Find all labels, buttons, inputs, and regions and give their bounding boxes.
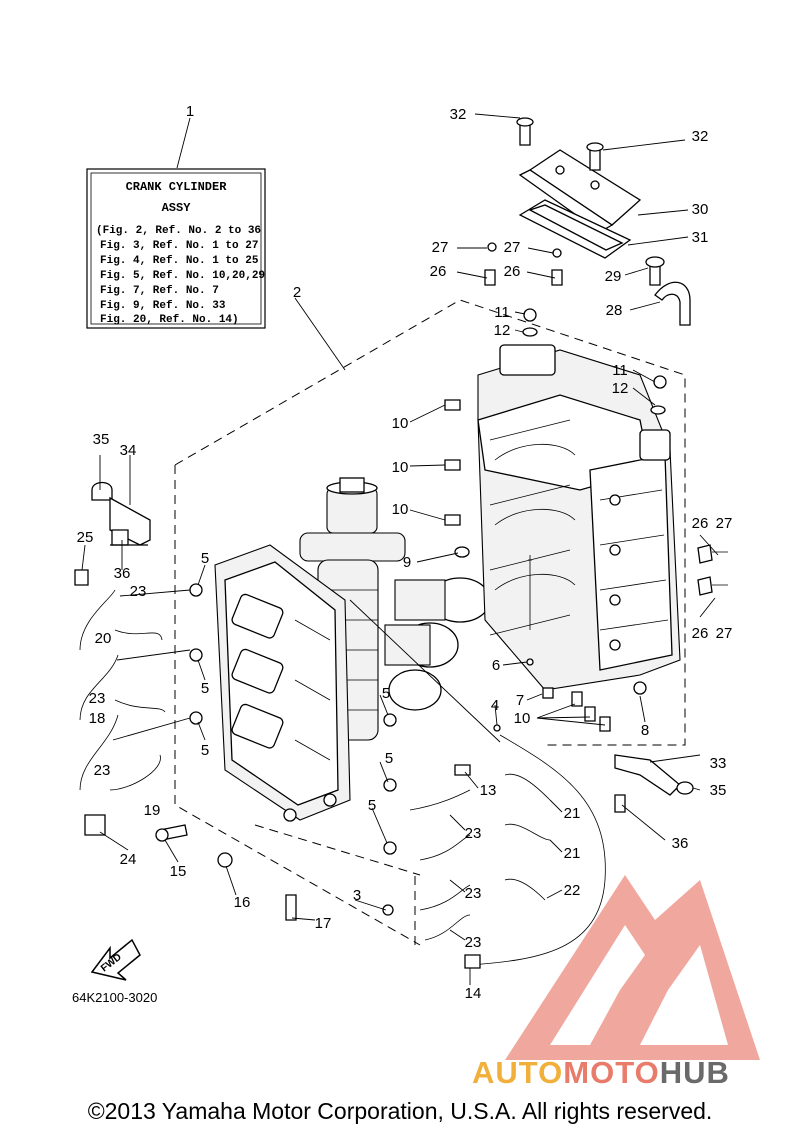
fittings-and-hoses: [74, 399, 728, 969]
callout-5: 5: [201, 680, 209, 697]
callout-27: 27: [432, 239, 449, 256]
callout-10: 10: [392, 415, 409, 432]
callout-23: 23: [130, 583, 147, 600]
callout-32: 32: [692, 128, 709, 145]
callout-27: 27: [716, 625, 733, 642]
callout-21: 21: [564, 805, 581, 822]
callout-26: 26: [692, 515, 709, 532]
callout-10: 10: [392, 501, 409, 518]
callout-23: 23: [465, 825, 482, 842]
callout-35: 35: [710, 782, 727, 799]
callout-10: 10: [392, 459, 409, 476]
callout-17: 17: [315, 915, 332, 932]
callout-12: 12: [612, 380, 629, 397]
callout-22: 22: [564, 882, 581, 899]
copyright-notice: ©2013 Yamaha Motor Corporation, U.S.A. A…: [87, 1098, 713, 1124]
assembly-ref-line: Fig. 20, Ref. No. 14): [100, 314, 239, 326]
watermark-part-moto: MOTO: [563, 1055, 660, 1090]
callout-25: 25: [77, 529, 94, 546]
assembly-title: CRANK CYLINDER: [126, 180, 228, 194]
callout-31: 31: [692, 229, 709, 246]
callout-23: 23: [465, 934, 482, 951]
callout-27: 27: [504, 239, 521, 256]
callout-numbers: 1 2 3 4 5 5 5 5 5 5 6 7 8 9 10 10 10 10 …: [77, 103, 733, 1002]
callout-12: 12: [494, 322, 511, 339]
callout-6: 6: [492, 657, 500, 674]
assembly-ref-line: (Fig. 2, Ref. No. 2 to 36: [96, 225, 261, 237]
callout-7: 7: [516, 692, 524, 709]
assembly-reference-box: CRANK CYLINDER ASSY (Fig. 2, Ref. No. 2 …: [86, 168, 266, 329]
watermark-part-auto: AUTO: [472, 1055, 564, 1090]
callout-4: 4: [491, 697, 499, 714]
callout-34: 34: [120, 442, 137, 459]
callout-30: 30: [692, 201, 709, 218]
assembly-ref-line: Fig. 5, Ref. No. 10,20,29: [100, 270, 265, 282]
callout-21: 21: [564, 845, 581, 862]
callout-9: 9: [403, 554, 411, 571]
callout-14: 14: [465, 985, 482, 1002]
callout-2: 2: [293, 284, 301, 301]
callout-29: 29: [605, 268, 622, 285]
callout-5: 5: [201, 742, 209, 759]
assembly-ref-line: Fig. 7, Ref. No. 7: [100, 285, 219, 297]
callout-36: 36: [672, 835, 689, 852]
callout-19: 19: [144, 802, 161, 819]
callout-28: 28: [606, 302, 623, 319]
callout-11: 11: [612, 362, 628, 379]
cover-assembly: [484, 117, 691, 415]
callout-23: 23: [94, 762, 111, 779]
callout-24: 24: [120, 851, 137, 868]
forward-arrow: FWD: [90, 938, 141, 981]
callout-1: 1: [186, 103, 194, 120]
callout-20: 20: [95, 630, 112, 647]
callout-33: 33: [710, 755, 727, 772]
callout-23: 23: [89, 690, 106, 707]
assembly-ref-line: Fig. 4, Ref. No. 1 to 25: [100, 255, 259, 267]
callout-15: 15: [170, 863, 187, 880]
watermark-logo: [505, 875, 760, 1060]
diagram-code: 64K2100-3020: [72, 990, 158, 1005]
watermark-part-hub: HUB: [659, 1055, 730, 1090]
assembly-ref-line: Fig. 3, Ref. No. 1 to 27: [100, 240, 258, 252]
callout-13: 13: [480, 782, 497, 799]
assembly-subtitle: ASSY: [162, 201, 192, 215]
callout-5: 5: [382, 685, 390, 702]
callout-16: 16: [234, 894, 251, 911]
callout-23: 23: [465, 885, 482, 902]
callout-5: 5: [201, 550, 209, 567]
callout-36: 36: [114, 565, 131, 582]
callout-5: 5: [385, 750, 393, 767]
cylinder-block: [477, 344, 681, 691]
callout-32: 32: [450, 106, 467, 123]
callout-26: 26: [430, 263, 447, 280]
leader-lines: [81, 113, 719, 985]
callout-8: 8: [641, 722, 649, 739]
crankcase: [214, 544, 351, 822]
assembly-ref-line: Fig. 9, Ref. No. 33: [100, 300, 226, 312]
callout-5: 5: [368, 797, 376, 814]
callout-11: 11: [494, 304, 510, 321]
callout-35: 35: [93, 431, 110, 448]
callout-10: 10: [514, 710, 531, 727]
watermark-text: AUTOMOTOHUB: [472, 1055, 730, 1091]
callout-27: 27: [716, 515, 733, 532]
callout-3: 3: [353, 887, 361, 904]
callout-26: 26: [504, 263, 521, 280]
assembly-boundary: [174, 297, 686, 946]
callout-18: 18: [89, 710, 106, 727]
callout-26: 26: [692, 625, 709, 642]
